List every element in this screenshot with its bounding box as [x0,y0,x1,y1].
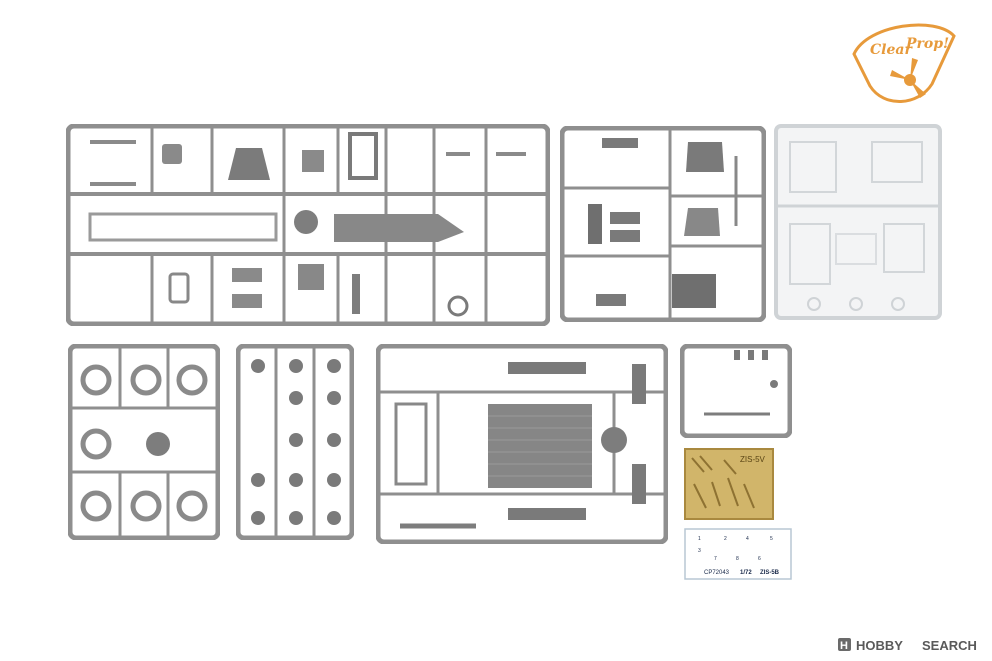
decal-num-6: 6 [758,556,761,562]
clear-prop-logo: Clear Prop! [848,14,960,106]
decal-num-1: 1 [698,536,701,542]
sprue-frame-small [680,344,792,438]
decal-num-2: 2 [724,536,727,542]
sprue-frame-hubs [236,344,354,540]
photo-etch-label: ZIS-5V [740,455,766,464]
sprue-frame-b [560,126,766,322]
decal-model: ZIS-5B [760,570,780,576]
sprue-frame-a [66,124,550,326]
decal-num-5: 5 [770,536,773,542]
logo-line2: Prop! [905,36,949,52]
hobby-search-watermark: H HOBBY SEARCH [836,634,988,656]
decal-code: CP72043 [704,570,730,576]
clear-sprue [774,124,942,320]
decal-num-8: 8 [736,556,739,562]
hobby-search-icon: H [838,638,851,652]
decal-num-7: 7 [714,556,717,562]
propeller-icon [890,58,926,98]
watermark-section: SEARCH [922,638,977,653]
decal-num-3: 3 [698,548,701,554]
watermark-brand: HOBBY [856,638,903,653]
logo-line1: Clear [870,42,913,58]
decal-sheet: 1 2 4 5 3 7 8 6 CP72043 1/72 ZIS-5B [684,528,792,580]
decal-scale: 1/72 [740,570,752,576]
svg-text:H: H [840,640,848,652]
sprue-frame-wheels [68,344,220,540]
sprue-frame-body [376,344,668,544]
decal-num-4: 4 [746,536,749,542]
photo-etch-fret: ZIS-5V [684,448,774,520]
